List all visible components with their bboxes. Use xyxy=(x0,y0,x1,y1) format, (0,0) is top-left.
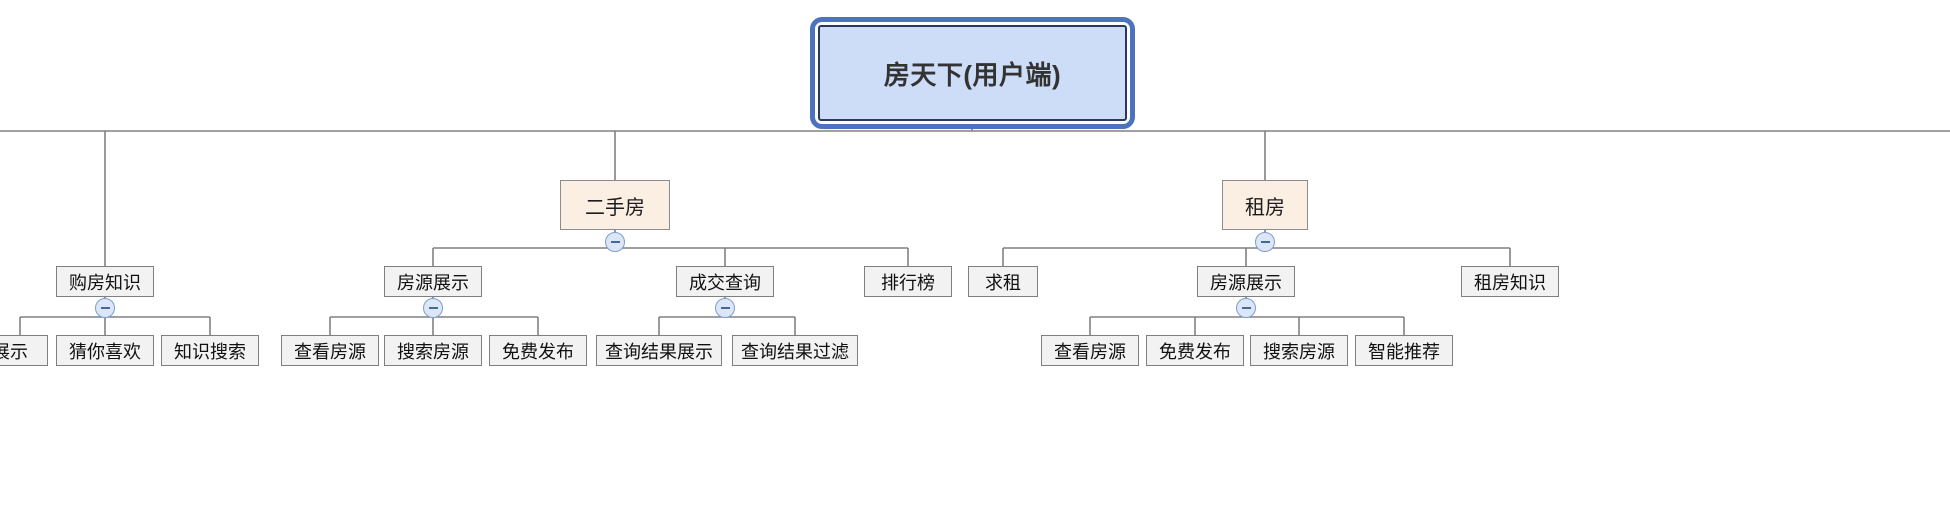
collapse-toggle-fangyuanzhanshi-zufang[interactable] xyxy=(1236,298,1256,318)
node-zhinengtuijian[interactable]: 智能推荐 xyxy=(1355,335,1453,366)
node-goufangzhishi[interactable]: 购房知识 xyxy=(56,266,154,297)
node-goufangzhishi-label: 购房知识 xyxy=(69,272,141,293)
node-root[interactable]: 房天下(用户端) xyxy=(818,25,1127,121)
node-mianfeifabu-ershoufang-label: 免费发布 xyxy=(502,341,574,362)
node-zhishisousuo[interactable]: 知识搜索 xyxy=(161,335,259,366)
node-chengjiaochaxun[interactable]: 成交查询 xyxy=(676,266,774,297)
node-root-label: 房天下(用户端) xyxy=(883,59,1062,90)
node-paihangbang-label: 排行榜 xyxy=(881,272,935,293)
root-selection-halo xyxy=(810,17,1135,129)
node-chaxunjieguozhanshi[interactable]: 查询结果展示 xyxy=(596,335,722,366)
node-cainixihuan[interactable]: 猜你喜欢 xyxy=(56,335,154,366)
node-zufangzhishi-label: 租房知识 xyxy=(1474,272,1546,293)
collapse-toggle-goufangzhishi[interactable] xyxy=(95,298,115,318)
collapse-toggle-chengjiaochaxun[interactable] xyxy=(715,298,735,318)
node-zufang[interactable]: 租房 xyxy=(1222,180,1308,230)
collapse-toggle-zufang[interactable] xyxy=(1255,232,1275,252)
node-chakanfangyuan-zufang-label: 查看房源 xyxy=(1054,341,1126,362)
node-chakanfangyuan-zufang[interactable]: 查看房源 xyxy=(1041,335,1139,366)
node-chengjiaochaxun-label: 成交查询 xyxy=(689,272,761,293)
node-paihangbang[interactable]: 排行榜 xyxy=(864,266,952,297)
node-zufang-label: 租房 xyxy=(1245,196,1285,219)
node-zhanshi[interactable]: 展示 xyxy=(0,335,48,366)
node-mianfeifabu-zufang[interactable]: 免费发布 xyxy=(1146,335,1244,366)
node-sousuofangyuan-zufang[interactable]: 搜索房源 xyxy=(1250,335,1348,366)
collapse-toggle-fangyuanzhanshi-ershoufang[interactable] xyxy=(423,298,443,318)
node-mianfeifabu-zufang-label: 免费发布 xyxy=(1159,341,1231,362)
collapse-toggle-ershoufang[interactable] xyxy=(605,232,625,252)
node-chaxunjieguoguolv-label: 查询结果过滤 xyxy=(741,341,849,362)
node-fangyuanzhanshi-zufang[interactable]: 房源展示 xyxy=(1197,266,1295,297)
node-chaxunjieguoguolv[interactable]: 查询结果过滤 xyxy=(732,335,858,366)
node-zhinengtuijian-label: 智能推荐 xyxy=(1368,341,1440,362)
node-fangyuanzhanshi-ershoufang[interactable]: 房源展示 xyxy=(384,266,482,297)
node-ershoufang-label: 二手房 xyxy=(585,196,645,219)
node-qiuzu-label: 求租 xyxy=(985,272,1021,293)
node-fangyuanzhanshi-zufang-label: 房源展示 xyxy=(1210,272,1282,293)
node-chaxunjieguozhanshi-label: 查询结果展示 xyxy=(605,341,713,362)
node-sousuofangyuan-zufang-label: 搜索房源 xyxy=(1263,341,1335,362)
node-fangyuanzhanshi-ershoufang-label: 房源展示 xyxy=(397,272,469,293)
node-qiuzu[interactable]: 求租 xyxy=(968,266,1038,297)
node-chakanfangyuan-ershoufang-label: 查看房源 xyxy=(294,341,366,362)
node-cainixihuan-label: 猜你喜欢 xyxy=(69,341,141,362)
node-sousuofangyuan-ershoufang-label: 搜索房源 xyxy=(397,341,469,362)
node-chakanfangyuan-ershoufang[interactable]: 查看房源 xyxy=(281,335,379,366)
node-ershoufang[interactable]: 二手房 xyxy=(560,180,670,230)
node-zufangzhishi[interactable]: 租房知识 xyxy=(1461,266,1559,297)
node-mianfeifabu-ershoufang[interactable]: 免费发布 xyxy=(489,335,587,366)
node-sousuofangyuan-ershoufang[interactable]: 搜索房源 xyxy=(384,335,482,366)
node-zhanshi-label: 展示 xyxy=(0,341,28,362)
node-zhishisousuo-label: 知识搜索 xyxy=(174,341,246,362)
